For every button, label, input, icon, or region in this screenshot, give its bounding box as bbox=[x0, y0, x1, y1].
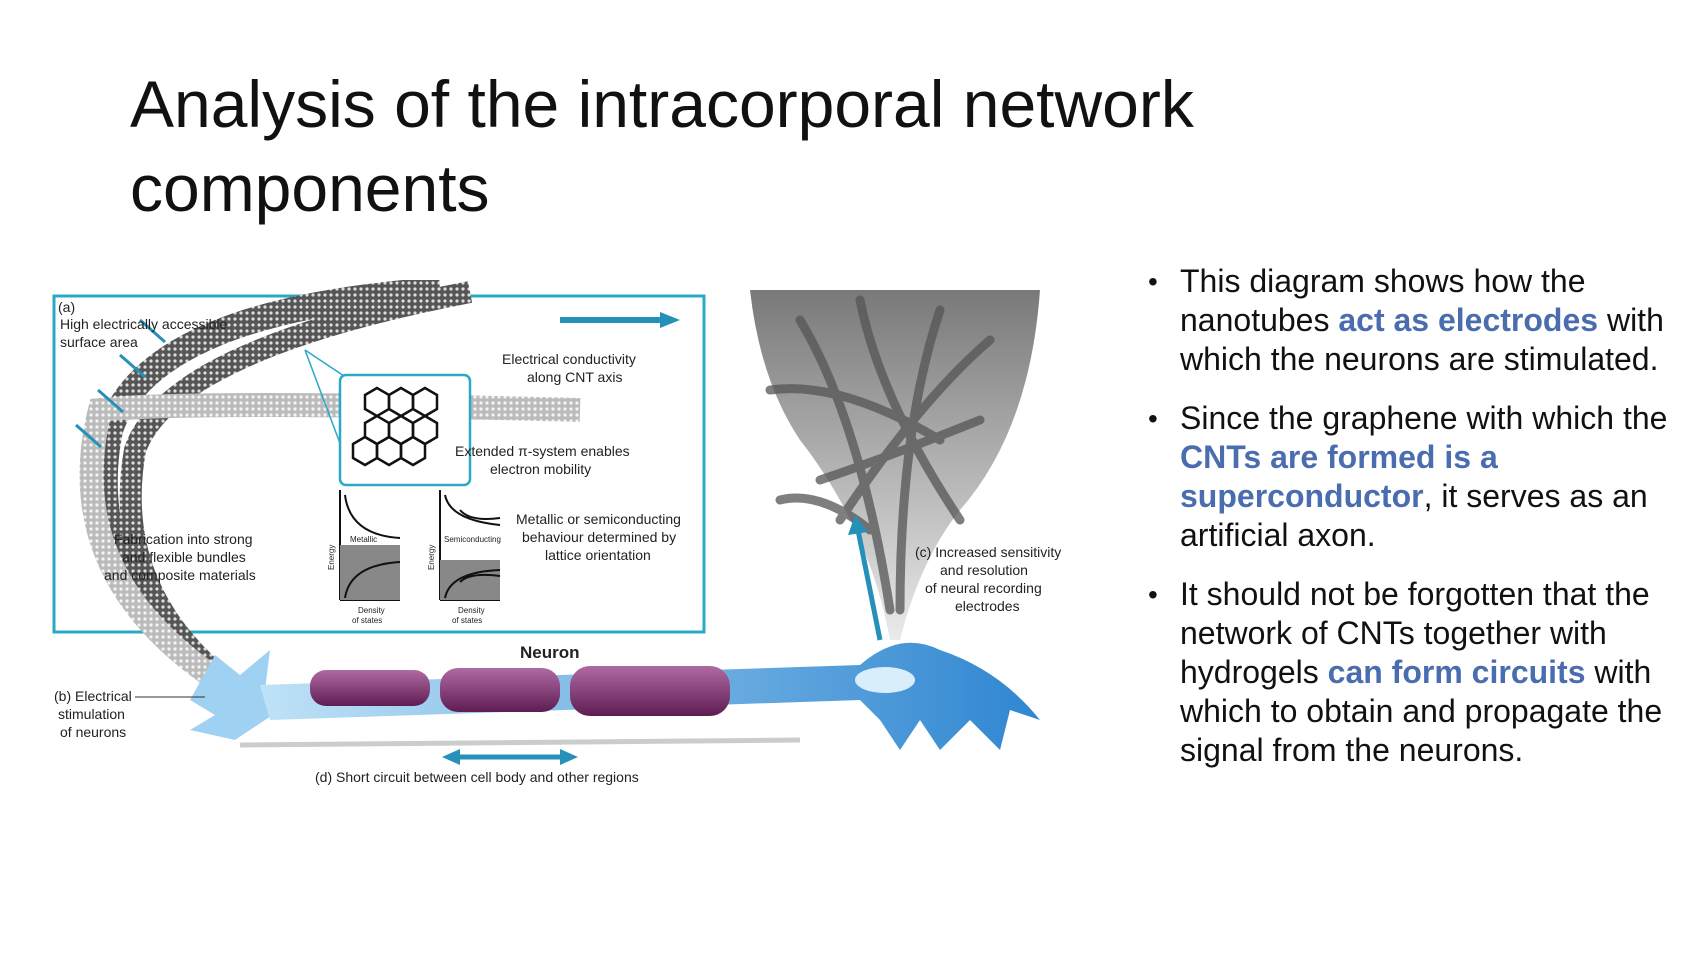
highlight-text: CNTs are formed is a superconductor bbox=[1180, 439, 1498, 514]
plot1-energy-label: Energy bbox=[327, 545, 336, 570]
label-metallic-2: behaviour determined by bbox=[522, 529, 676, 545]
label-surface-1: High electrically accessible bbox=[60, 316, 228, 332]
dos-plot-metallic bbox=[339, 490, 401, 601]
label-b-1: (b) Electrical bbox=[54, 688, 132, 704]
label-metallic-1: Metallic or semiconducting bbox=[516, 511, 681, 527]
bullet-item: • It should not be forgotten that the net… bbox=[1140, 575, 1680, 770]
label-c-3: of neural recording bbox=[925, 580, 1042, 596]
bullet-dot: • bbox=[1148, 266, 1158, 297]
highlight-text: can form circuits bbox=[1327, 654, 1586, 690]
label-conductivity-2: along CNT axis bbox=[527, 369, 622, 385]
label-conductivity-1: Electrical conductivity bbox=[502, 351, 636, 367]
label-d: (d) Short circuit between cell body and … bbox=[315, 769, 639, 785]
bullet-text: It should not be forgotten that the netw… bbox=[1180, 576, 1663, 768]
label-neuron: Neuron bbox=[520, 643, 580, 662]
bullet-item: • This diagram shows how the nanotubes ac… bbox=[1140, 262, 1680, 379]
bullet-text: Since the graphene with which the CNTs a… bbox=[1180, 400, 1668, 553]
label-pi-1: Extended π-system enables bbox=[455, 443, 630, 459]
bullet-dot: • bbox=[1148, 579, 1158, 610]
slide-title: Analysis of the intracorporal network co… bbox=[130, 67, 1194, 225]
recording-arrow bbox=[855, 529, 883, 641]
label-fabrication-1: Fabrication into strong bbox=[114, 531, 253, 547]
plot1-inner-label: Metallic bbox=[350, 535, 377, 544]
nanotube-bundle bbox=[79, 277, 581, 694]
plot1-density-1: Density bbox=[358, 606, 385, 615]
dos-plot-semiconducting bbox=[439, 490, 501, 601]
label-b-2: stimulation bbox=[58, 706, 125, 722]
label-pi-2: electron mobility bbox=[490, 461, 591, 477]
recording-electrode bbox=[750, 290, 1040, 640]
label-c-4: electrodes bbox=[955, 598, 1020, 614]
label-metallic-3: lattice orientation bbox=[545, 547, 651, 563]
bullet-dot: • bbox=[1148, 403, 1158, 434]
highlight-text: act as electrodes bbox=[1338, 302, 1599, 338]
short-circuit-arrow bbox=[442, 749, 578, 765]
label-fabrication-2: and flexible bundles bbox=[122, 549, 246, 565]
diagram-svg: (a) High electrically accessible surface… bbox=[52, 277, 1061, 785]
surface-arrows bbox=[75, 318, 166, 449]
label-b-3: of neurons bbox=[60, 724, 126, 740]
label-fabrication-3: and composite materials bbox=[104, 567, 256, 583]
label-surface-2: surface area bbox=[60, 334, 138, 350]
plot2-density-1: Density bbox=[458, 606, 485, 615]
label-c-2: and resolution bbox=[940, 562, 1028, 578]
bullet-item: • Since the graphene with which the CNTs … bbox=[1140, 399, 1680, 555]
cnt-neuron-diagram: (a) High electrically accessible surface… bbox=[40, 277, 1090, 850]
label-panel-a: (a) bbox=[58, 299, 75, 315]
plot2-inner-label: Semiconducting bbox=[444, 535, 501, 544]
plot1-density-2: of states bbox=[352, 616, 382, 625]
label-c-1: (c) Increased sensitivity bbox=[915, 544, 1061, 560]
neuron bbox=[190, 642, 1040, 750]
graphene-lattice-inset bbox=[304, 349, 472, 487]
bullet-list: • This diagram shows how the nanotubes ac… bbox=[1140, 262, 1680, 790]
bullet-text: This diagram shows how the nanotubes act… bbox=[1180, 263, 1664, 377]
plot2-density-2: of states bbox=[452, 616, 482, 625]
plot2-energy-label: Energy bbox=[427, 545, 436, 570]
